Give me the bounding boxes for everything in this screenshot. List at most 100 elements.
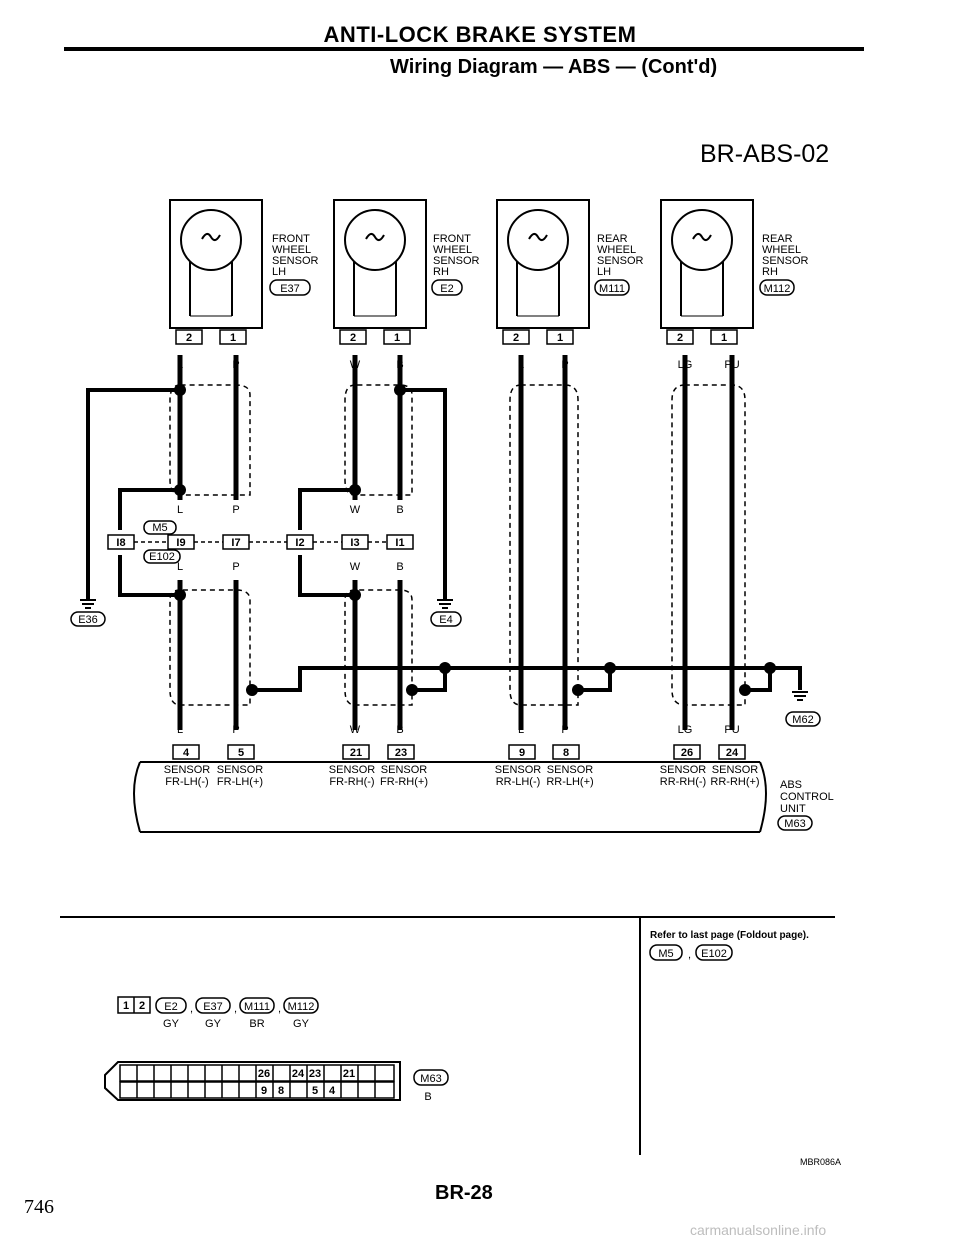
connector-badge: E102 bbox=[701, 948, 727, 960]
page-title: ANTI-LOCK BRAKE SYSTEM bbox=[323, 22, 637, 47]
wire-color: BR bbox=[249, 1018, 264, 1030]
connector-badge: E2 bbox=[440, 283, 453, 295]
pin-number: 9 bbox=[261, 1085, 267, 1097]
page-number: BR-28 bbox=[435, 1182, 493, 1204]
pin-number: 1 bbox=[557, 332, 563, 344]
splice-dots bbox=[174, 384, 776, 696]
sensor-label: RH bbox=[762, 266, 778, 278]
pin-number: 5 bbox=[238, 747, 244, 759]
sensor-label: WHEEL bbox=[272, 244, 311, 256]
pin-number: 24 bbox=[292, 1068, 305, 1080]
pin-number: I2 bbox=[295, 537, 304, 549]
abs-unit-label: CONTROL bbox=[780, 791, 834, 803]
wire-color: L bbox=[177, 724, 183, 736]
pin-number: 23 bbox=[309, 1068, 321, 1080]
pin-number: I1 bbox=[395, 537, 404, 549]
pin-number: 26 bbox=[258, 1068, 270, 1080]
sensor-label: SENSOR bbox=[762, 255, 809, 267]
refer-connectors: M5 , E102 bbox=[649, 944, 733, 961]
sensor-label: LH bbox=[597, 266, 611, 278]
sensor-rear-rh: REAR WHEEL SENSOR RH M112 2 1 LG PU bbox=[660, 199, 809, 371]
wire-color: L bbox=[177, 561, 183, 573]
sensor-coil-icon bbox=[344, 209, 406, 271]
watermark: carmanualsonline.info bbox=[690, 1222, 827, 1238]
pin-label: FR-LH(-) bbox=[165, 776, 208, 788]
wire-color: W bbox=[350, 504, 361, 516]
pin-number: I3 bbox=[350, 537, 359, 549]
sensor-front-lh: FRONT WHEEL SENSOR LH E37 2 1 L P bbox=[169, 199, 319, 371]
pin-number: 4 bbox=[183, 747, 190, 759]
wire-color: P bbox=[232, 561, 239, 573]
connector-badge: E2 bbox=[164, 1001, 177, 1013]
pin-label: SENSOR bbox=[329, 764, 376, 776]
pin-label: RR-RH(-) bbox=[660, 776, 706, 788]
pin-number: 21 bbox=[343, 1068, 355, 1080]
pin-label: SENSOR bbox=[547, 764, 594, 776]
pin-label: FR-RH(-) bbox=[329, 776, 374, 788]
svg-text:,: , bbox=[234, 1003, 237, 1015]
pin-number: 1 bbox=[123, 1000, 129, 1012]
shield-lines bbox=[169, 384, 746, 706]
pin-number: 23 bbox=[395, 747, 407, 759]
pin-label: RR-LH(+) bbox=[546, 776, 593, 788]
pin-number: 5 bbox=[312, 1085, 318, 1097]
wire-color: P bbox=[232, 504, 239, 516]
figure-code: MBR086A bbox=[800, 1157, 842, 1167]
ground-symbol-m62: M62 bbox=[785, 691, 821, 727]
sensor-label: SENSOR bbox=[597, 255, 644, 267]
sensor-label: SENSOR bbox=[272, 255, 319, 267]
pin-number: I7 bbox=[231, 537, 240, 549]
pin-label: SENSOR bbox=[217, 764, 264, 776]
connector-badge: M112 bbox=[288, 1001, 315, 1013]
sensor-label: WHEEL bbox=[762, 244, 801, 256]
pin-number: 9 bbox=[519, 747, 525, 759]
pin-label: SENSOR bbox=[660, 764, 707, 776]
connector-badge: E102 bbox=[149, 551, 175, 563]
pin-number: 8 bbox=[278, 1085, 284, 1097]
pin-number: 8 bbox=[563, 747, 569, 759]
connector-badge: M111 bbox=[599, 283, 625, 295]
sensor-label: REAR bbox=[597, 233, 628, 245]
wire-color: P bbox=[561, 724, 568, 736]
abs-unit-label: ABS bbox=[780, 779, 802, 791]
ground-symbol-e4: E4 bbox=[430, 599, 462, 627]
refer-note: Refer to last page (Foldout page). bbox=[650, 930, 809, 941]
sensor-coil-icon bbox=[180, 209, 242, 271]
wire-color: B bbox=[424, 1091, 431, 1103]
pin-number: 1 bbox=[394, 332, 400, 344]
pin-number: I9 bbox=[176, 537, 185, 549]
sensor-label: FRONT bbox=[433, 233, 471, 245]
pin-label: RR-RH(+) bbox=[710, 776, 759, 788]
svg-text:,: , bbox=[190, 1003, 193, 1015]
sensor-label: WHEEL bbox=[597, 244, 636, 256]
connector-legend: 1 2 E2 , E37 , M111 , M112 GY GY BR GY bbox=[104, 996, 449, 1103]
sensor-label: SENSOR bbox=[433, 255, 480, 267]
svg-text:,: , bbox=[688, 949, 691, 961]
wire-color: GY bbox=[163, 1018, 180, 1030]
page-subtitle: Wiring Diagram — ABS — (Cont'd) bbox=[390, 56, 718, 78]
sensor-label: FRONT bbox=[272, 233, 310, 245]
sensor-coil-icon bbox=[507, 209, 569, 271]
sensor-coil-icon bbox=[671, 209, 733, 271]
connector-badge: M112 bbox=[764, 283, 791, 295]
sensor-rear-lh: REAR WHEEL SENSOR LH M111 2 1 L P bbox=[496, 199, 644, 371]
pin-number: 4 bbox=[329, 1085, 336, 1097]
pin-number: 2 bbox=[513, 332, 519, 344]
shield-ground-wires bbox=[86, 388, 802, 692]
pin-number: 26 bbox=[681, 747, 693, 759]
wire-color: B bbox=[396, 724, 403, 736]
ground-label: E36 bbox=[78, 614, 98, 626]
pin-number: 21 bbox=[350, 747, 362, 759]
pin-number: I8 bbox=[116, 537, 125, 549]
wire-color: GY bbox=[205, 1018, 222, 1030]
wire-color: B bbox=[396, 504, 403, 516]
ground-label: E4 bbox=[439, 614, 452, 626]
wire-color: GY bbox=[293, 1018, 310, 1030]
pin-label: SENSOR bbox=[164, 764, 211, 776]
abs-unit-label: UNIT bbox=[780, 803, 806, 815]
wire-color: W bbox=[350, 724, 361, 736]
wire-color: PU bbox=[724, 724, 739, 736]
wire-color: L bbox=[518, 724, 524, 736]
pin-label: SENSOR bbox=[495, 764, 542, 776]
